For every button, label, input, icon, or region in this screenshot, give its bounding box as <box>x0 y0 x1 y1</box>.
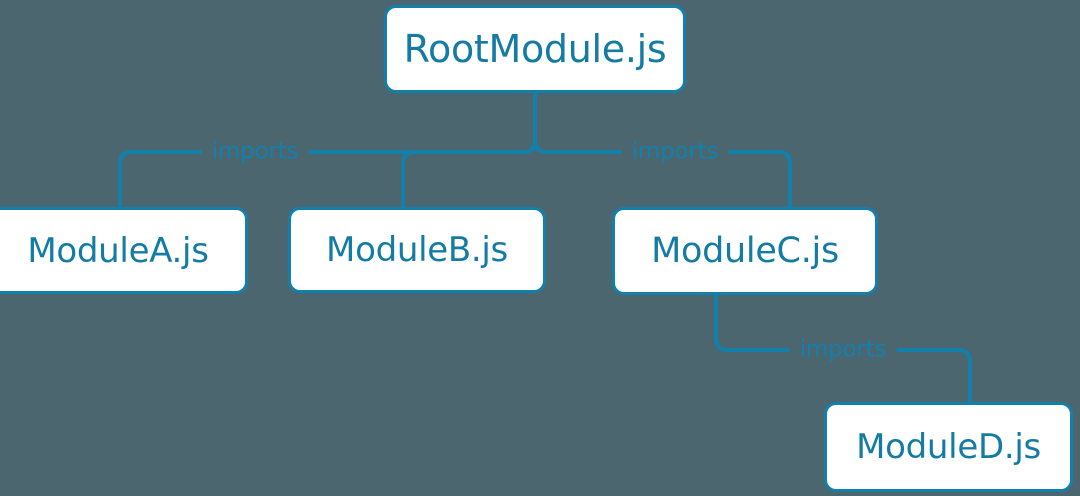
node-label: ModuleC.js <box>651 231 839 271</box>
node-module-c[interactable]: ModuleC.js <box>612 207 878 295</box>
node-label: ModuleA.js <box>27 230 209 271</box>
edge-label-root-to-modulea: imports <box>201 140 309 164</box>
node-label: ModuleD.js <box>856 427 1041 467</box>
edge-label-modulec-to-moduled: imports <box>789 338 897 362</box>
connector-root-trunk-left <box>522 139 537 154</box>
connector-root-to-moduleb <box>401 150 416 207</box>
node-module-b[interactable]: ModuleB.js <box>288 207 546 293</box>
node-module-a[interactable]: ModuleA.js <box>0 207 248 294</box>
connector-root-to-modulea <box>118 150 523 207</box>
node-root-module[interactable]: RootModule.js <box>384 5 686 93</box>
edge-label-root-to-modulec: imports <box>621 140 729 164</box>
connector-root-to-modulec <box>547 150 792 207</box>
node-label: ModuleB.js <box>326 230 508 270</box>
node-module-d[interactable]: ModuleD.js <box>824 402 1073 492</box>
connector-root-trunk <box>533 93 548 154</box>
node-label: RootModule.js <box>403 27 667 71</box>
